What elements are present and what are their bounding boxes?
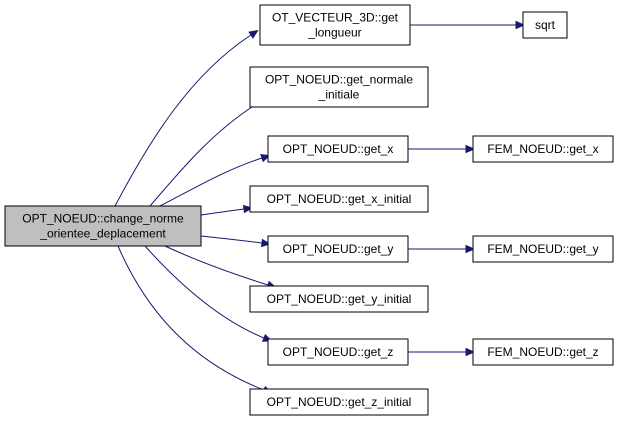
node-root[interactable]: OPT_NOEUD::change_norme_orientee_deplace… <box>4 205 202 247</box>
node-fem_x[interactable]: FEM_NOEUD::get_x <box>472 135 614 163</box>
node-label: OPT_NOEUD::change_norme <box>22 212 184 226</box>
node-label: FEM_NOEUD::get_x <box>487 142 598 156</box>
node-label: OPT_NOEUD::get_y_initial <box>267 292 412 306</box>
edge-root-to-get_y_init <box>164 245 269 286</box>
node-box[interactable] <box>267 135 409 163</box>
node-get_z[interactable]: OPT_NOEUD::get_z <box>267 338 409 366</box>
node-box[interactable] <box>267 235 409 263</box>
node-label: sqrt <box>535 18 556 32</box>
edge-root-to-get_z_init <box>117 245 265 391</box>
node-box[interactable] <box>472 135 614 163</box>
edge-root-to-get_x_init <box>200 208 245 216</box>
node-box[interactable] <box>522 11 568 39</box>
node-label: OPT_NOEUD::get_z <box>283 345 394 359</box>
node-get_y_init[interactable]: OPT_NOEUD::get_y_initial <box>249 285 429 313</box>
node-label: OPT_NOEUD::get_x <box>283 142 394 156</box>
node-label: _orientee_deplacement <box>39 227 166 241</box>
arrowhead-get_x-to-fem_x <box>465 144 476 154</box>
edge-root-to-get_y <box>200 235 263 244</box>
node-box[interactable] <box>472 235 614 263</box>
node-get_x_init[interactable]: OPT_NOEUD::get_x_initial <box>249 185 429 213</box>
node-label: FEM_NOEUD::get_z <box>487 345 598 359</box>
node-box[interactable] <box>249 66 429 108</box>
arrowhead-get_z-to-fem_z <box>465 347 476 357</box>
node-box[interactable] <box>267 338 409 366</box>
edge-root-to-vec_len <box>114 34 252 207</box>
node-label: OPT_NOEUD::get_normale <box>265 73 413 87</box>
node-label: OPT_NOEUD::get_y <box>283 242 394 256</box>
arrowhead-root-to-get_y <box>260 238 272 248</box>
arrowhead-root-to-vec_len <box>248 29 259 39</box>
node-box[interactable] <box>259 4 411 46</box>
node-label: OPT_NOEUD::get_z_initial <box>267 395 412 409</box>
node-box[interactable] <box>249 285 429 313</box>
node-get_x[interactable]: OPT_NOEUD::get_x <box>267 135 409 163</box>
node-box[interactable] <box>4 205 202 247</box>
node-label: _longueur <box>307 26 361 40</box>
node-box[interactable] <box>249 388 429 416</box>
arrowhead-get_y-to-fem_y <box>465 244 476 254</box>
node-box[interactable] <box>249 185 429 213</box>
node-normale[interactable]: OPT_NOEUD::get_normale_initiale <box>249 66 429 108</box>
node-label: OT_VECTEUR_3D::get <box>272 11 399 25</box>
arrowhead-root-to-get_x <box>260 154 271 163</box>
edge-root-to-get_z <box>144 245 265 339</box>
node-vec_len[interactable]: OT_VECTEUR_3D::get_longueur <box>259 4 411 46</box>
arrowhead-vec_len-to-sqrt <box>515 20 526 30</box>
node-fem_y[interactable]: FEM_NOEUD::get_y <box>472 235 614 263</box>
nodes-layer: OPT_NOEUD::change_norme_orientee_deplace… <box>4 4 614 416</box>
node-sqrt[interactable]: sqrt <box>522 11 568 39</box>
node-get_y[interactable]: OPT_NOEUD::get_y <box>267 235 409 263</box>
node-label: OPT_NOEUD::get_x_initial <box>267 192 412 206</box>
node-label: _initiale <box>318 88 360 102</box>
edge-root-to-normale <box>149 102 259 207</box>
node-label: FEM_NOEUD::get_y <box>487 242 598 256</box>
node-get_z_init[interactable]: OPT_NOEUD::get_z_initial <box>249 388 429 416</box>
node-box[interactable] <box>472 338 614 366</box>
edge-root-to-get_x <box>159 157 263 207</box>
arrowhead-root-to-get_x_init <box>242 204 254 214</box>
node-fem_z[interactable]: FEM_NOEUD::get_z <box>472 338 614 366</box>
